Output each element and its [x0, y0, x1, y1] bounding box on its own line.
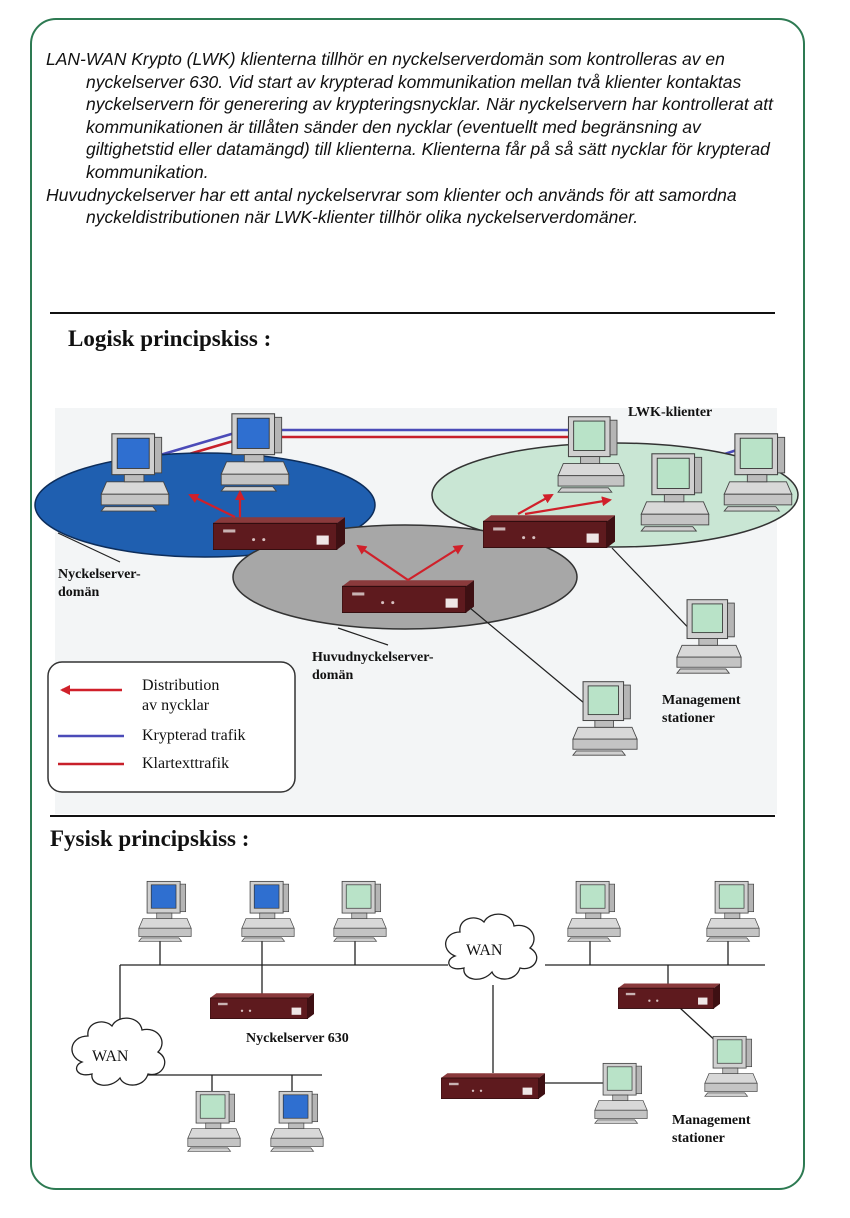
intro-text: LAN-WAN Krypto (LWK) klienterna tillhör …	[46, 48, 786, 229]
pc-blue-icon	[138, 880, 192, 942]
lwk-clients-label: LWK-klienter	[628, 405, 713, 420]
pc-green-icon	[706, 880, 760, 942]
management-stations-label: Management stationer	[662, 693, 741, 726]
logical-connector-lines	[57, 532, 701, 709]
intro-paragraph-2: Huvudnyckelserver har ett antal nyckelse…	[46, 184, 737, 228]
pc-blue-icon	[270, 1090, 324, 1152]
wan-cloud-icon	[445, 913, 538, 980]
legend-distribution-label: Distribution av nycklar	[142, 677, 220, 714]
key-distribution-arrows	[188, 490, 612, 581]
management-station-icon	[704, 1035, 758, 1097]
logical-heading: Logisk principskiss :	[68, 326, 272, 351]
legend-cleartext-label: Klartexttrafik	[142, 755, 230, 772]
key-server-device-right	[618, 983, 720, 1009]
wan-label: WAN	[466, 942, 503, 959]
wan-label: WAN	[92, 1048, 129, 1065]
main-key-server-domain-label: Huvudnyckelserver- domän	[312, 650, 434, 683]
pc-green-icon	[333, 880, 387, 942]
pc-green-icon	[640, 453, 710, 532]
physical-heading: Fysisk principskiss :	[50, 826, 250, 851]
pc-blue-icon	[220, 413, 290, 492]
pc-green-icon	[567, 880, 621, 942]
main-key-server-device	[342, 580, 474, 613]
divider-top	[50, 312, 775, 314]
key-server-device-left	[213, 517, 345, 550]
pc-blue-icon	[241, 880, 295, 942]
physical-management-stations-label: Management stationer	[672, 1113, 751, 1146]
management-station-icon	[594, 1062, 648, 1124]
management-station-icon	[572, 681, 638, 756]
key-server-device-right	[483, 515, 615, 548]
pc-green-icon	[723, 433, 793, 512]
management-station-icon	[676, 599, 742, 674]
key-server-630-device	[210, 993, 314, 1019]
logical-traffic-lines	[159, 428, 741, 471]
physical-network-lines	[119, 940, 765, 1095]
key-server-device-center	[441, 1073, 545, 1099]
intro-paragraph-1: LAN-WAN Krypto (LWK) klienterna tillhör …	[46, 49, 773, 182]
key-server-630-label: Nyckelserver 630	[246, 1031, 349, 1046]
legend-encrypted-label: Krypterad trafik	[142, 727, 246, 744]
wan-cloud-icon	[71, 1017, 166, 1086]
pc-green-icon	[187, 1090, 241, 1152]
legend-box	[47, 661, 296, 793]
divider-middle	[50, 815, 775, 817]
key-server-domain-label: Nyckelserver- domän	[58, 567, 141, 600]
